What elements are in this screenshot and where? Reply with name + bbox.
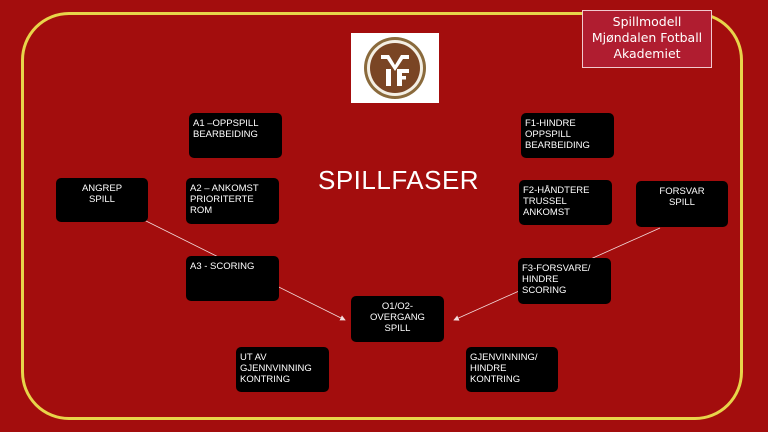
node-ut-av-line-3: KONTRING bbox=[240, 374, 291, 385]
logo: MIF bbox=[351, 33, 439, 103]
node-f1-line-2: OPPSPILL bbox=[525, 129, 571, 140]
rounded-frame bbox=[21, 12, 743, 420]
mjondalen-crest-icon: MIF bbox=[364, 37, 426, 100]
node-a1-line-2: BEARBEIDING bbox=[193, 129, 258, 140]
node-f2-line-3: ANKOMST bbox=[523, 207, 570, 218]
node-ut-av-line-2: GJENNVINNING bbox=[240, 363, 312, 374]
node-forsvar-line-1: FORSVAR bbox=[659, 186, 705, 197]
node-a2-line-3: ROM bbox=[190, 205, 213, 216]
node-gjenvinning-line-3: KONTRING bbox=[470, 374, 521, 385]
node-a2-line-2: PRIORITERTE bbox=[190, 194, 254, 205]
node-f2: F2-HÅNDTERE TRUSSEL ANKOMST bbox=[519, 180, 612, 225]
model-title-line-3: Akademiet bbox=[613, 46, 681, 61]
node-ut-av-line-1: UT AV bbox=[240, 352, 267, 363]
node-a1: A1 –OPPSPILL BEARBEIDING bbox=[189, 113, 282, 158]
node-forsvar-line-2: SPILL bbox=[669, 197, 695, 208]
node-a1-line-1: A1 –OPPSPILL bbox=[193, 118, 259, 129]
node-gjenvinning: GJENVINNING/ HINDRE KONTRING bbox=[466, 347, 558, 392]
node-angrep-line-2: SPILL bbox=[89, 194, 115, 205]
main-title: SPILLFASER bbox=[318, 165, 480, 195]
node-gjenvinning-line-2: HINDRE bbox=[470, 363, 507, 374]
model-title-line-2: Mjøndalen Fotball bbox=[591, 30, 703, 45]
node-f2-line-2: TRUSSEL bbox=[523, 196, 567, 207]
node-angrep-spill: ANGREP SPILL bbox=[56, 178, 148, 222]
node-ut-av-gjennvinning: UT AV GJENNVINNING KONTRING bbox=[236, 347, 329, 392]
node-angrep-line-1: ANGREP bbox=[81, 183, 123, 194]
node-a2: A2 – ANKOMST PRIORITERTE ROM bbox=[186, 178, 279, 224]
node-a2-line-1: A2 – ANKOMST bbox=[190, 183, 259, 194]
logo-letters: MIF bbox=[394, 98, 396, 100]
node-f3: F3-FORSVARE/ HINDRE SCORING bbox=[518, 258, 611, 304]
node-overgang-line-3: SPILL bbox=[384, 323, 411, 334]
node-f1: F1-HINDRE OPPSPILL BEARBEIDING bbox=[521, 113, 614, 158]
node-f1-line-1: F1-HINDRE bbox=[525, 118, 576, 129]
node-forsvar-spill: FORSVAR SPILL bbox=[636, 181, 728, 227]
node-f3-line-2: HINDRE bbox=[522, 274, 559, 285]
node-a3: A3 - SCORING bbox=[186, 256, 279, 301]
model-title-box: Spillmodell Mjøndalen Fotball Akademiet bbox=[582, 10, 712, 68]
node-f1-line-3: BEARBEIDING bbox=[525, 140, 590, 151]
node-gjenvinning-line-1: GJENVINNING/ bbox=[470, 352, 538, 363]
node-a3-line-1: A3 - SCORING bbox=[190, 261, 255, 272]
node-f3-line-3: SCORING bbox=[522, 285, 567, 296]
node-f2-line-1: F2-HÅNDTERE bbox=[523, 185, 590, 196]
node-overgang-line-2: OVERGANG bbox=[370, 312, 425, 323]
node-overgang: O1/O2- OVERGANG SPILL bbox=[351, 296, 444, 342]
node-overgang-line-1: O1/O2- bbox=[381, 301, 414, 312]
model-title-line-1: Spillmodell bbox=[612, 14, 682, 29]
node-f3-line-1: F3-FORSVARE/ bbox=[522, 263, 591, 274]
